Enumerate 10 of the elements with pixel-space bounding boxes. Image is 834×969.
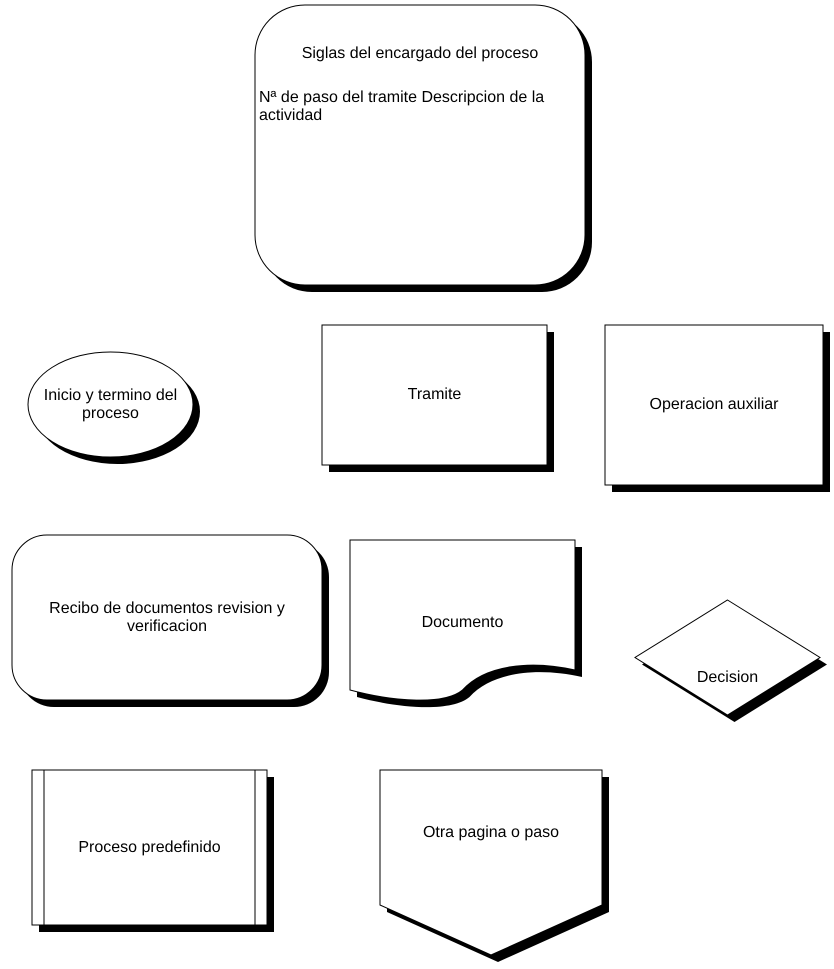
shape-label: Documento	[422, 614, 504, 632]
shape-label: Proceso predefinido	[78, 838, 221, 856]
shape-label: Operacion auxiliar	[650, 396, 778, 414]
shape-label: Tramite	[408, 386, 462, 404]
description-text: Nª de paso del tramite Descripcion de la actividad	[259, 89, 546, 125]
shape-label: Decision	[696, 668, 758, 686]
shape-label: Siglas del encargado del proceso	[302, 45, 538, 63]
shape-label: Inicio y termino del proceso	[42, 386, 178, 422]
shape-label: Otra pagina o paso	[422, 824, 560, 842]
shape-label: Recibo de documentos revision y verificacion	[48, 600, 286, 636]
